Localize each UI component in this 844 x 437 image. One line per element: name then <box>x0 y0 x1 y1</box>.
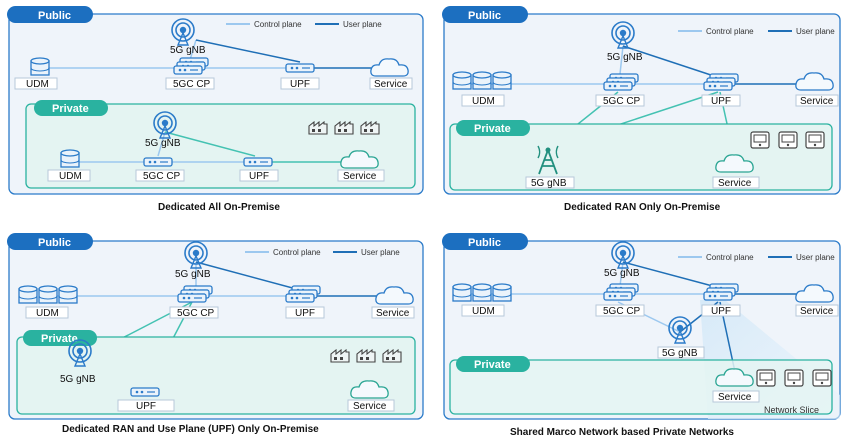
panel-shared-macro-network: Public Control plane User plane 5G gNB U… <box>442 233 841 437</box>
upf-label: UPF <box>290 79 310 90</box>
private-udm-label: UDM <box>59 171 82 182</box>
upf-label: UPF <box>295 308 315 319</box>
device-icon <box>750 131 770 149</box>
private-tab <box>23 330 97 346</box>
udm-database-icon <box>472 283 492 302</box>
udm-database-icon <box>452 283 472 302</box>
cp-label: 5GC CP <box>603 306 641 317</box>
private-gnb-label: 5G gNB <box>531 178 567 189</box>
public-tab-label: Public <box>38 10 71 22</box>
private-region <box>16 336 416 415</box>
cp-label: 5GC CP <box>173 79 211 90</box>
caption: Dedicated RAN Only On-Premise <box>564 202 721 213</box>
private-gnb-label: 5G gNB <box>145 138 181 149</box>
public-tab <box>7 6 93 23</box>
device-icon <box>778 131 798 149</box>
private-tab-label: Private <box>474 123 511 135</box>
legend-user: User plane <box>361 248 400 257</box>
caption: Shared Marco Network based Private Netwo… <box>510 427 734 437</box>
cp-label: 5GC CP <box>603 96 641 107</box>
private-tab <box>456 120 530 136</box>
udm-database-icon <box>18 285 38 304</box>
public-tab-label: Public <box>468 237 501 249</box>
private-service-label: Service <box>343 171 377 182</box>
public-tab <box>442 233 528 250</box>
udm-label: UDM <box>36 308 59 319</box>
service-label: Service <box>800 306 834 317</box>
device-icon <box>784 369 804 387</box>
network-slice-label: Network Slice <box>764 405 819 415</box>
service-label: Service <box>800 96 834 107</box>
legend-control: Control plane <box>706 253 754 262</box>
udm-database-icon <box>492 283 512 302</box>
private-region <box>449 123 833 191</box>
caption: Dedicated All On-Premise <box>158 202 280 213</box>
factory-icon <box>330 349 350 363</box>
legend: Control plane User plane <box>678 253 835 262</box>
caption: Dedicated RAN and Use Plane (UPF) Only O… <box>62 424 319 435</box>
private-tab-label: Private <box>41 333 78 345</box>
service-label: Service <box>374 79 408 90</box>
legend-control: Control plane <box>273 248 321 257</box>
private-udm-database-icon <box>60 149 80 168</box>
udm-database-icon <box>452 71 472 90</box>
service-label: Service <box>376 308 410 319</box>
private-service-label: Service <box>718 178 752 189</box>
upf-label: UPF <box>711 306 731 317</box>
public-tab <box>442 6 528 23</box>
legend-user: User plane <box>796 253 835 262</box>
device-icon <box>812 369 832 387</box>
private-upf-server-icon <box>130 387 160 397</box>
public-tab-label: Public <box>38 237 71 249</box>
private-tab-label: Private <box>474 359 511 371</box>
factory-icon <box>356 349 376 363</box>
udm-label: UDM <box>472 306 495 317</box>
private-cp-server-icon <box>143 157 173 167</box>
udm-database-icon <box>38 285 58 304</box>
udm-label: UDM <box>472 96 495 107</box>
private-cp-label: 5GC CP <box>143 171 181 182</box>
legend: Control plane User plane <box>226 20 382 29</box>
legend-user: User plane <box>343 20 382 29</box>
legend-control: Control plane <box>706 27 754 36</box>
gnb-label: 5G gNB <box>170 45 206 56</box>
private-service-label: Service <box>718 392 752 403</box>
shared-gnb-label: 5G gNB <box>662 348 698 359</box>
legend-user: User plane <box>796 27 835 36</box>
private-upf-label: UPF <box>249 171 269 182</box>
private-service-label: Service <box>353 401 387 412</box>
public-tab <box>7 233 93 250</box>
device-icon <box>756 369 776 387</box>
upf-server-icon <box>285 63 315 73</box>
factory-icon <box>360 121 380 135</box>
factory-icon <box>382 349 402 363</box>
gnb-label: 5G gNB <box>175 269 211 280</box>
public-tab-label: Public <box>468 10 501 22</box>
factory-icon <box>308 121 328 135</box>
private-tab <box>456 356 530 372</box>
legend: Control plane User plane <box>245 248 400 257</box>
device-icon <box>805 131 825 149</box>
udm-database-icon <box>58 285 78 304</box>
private-upf-label: UPF <box>136 401 156 412</box>
panel-dedicated-ran-upf: Public Control plane User plane 5G gNB U… <box>7 233 424 435</box>
upf-label: UPF <box>711 96 731 107</box>
udm-database-icon <box>492 71 512 90</box>
cp-label: 5GC CP <box>177 308 215 319</box>
factory-icon <box>334 121 354 135</box>
panel-dedicated-all-on-premise: Public Control plane User plane 5G gNB U… <box>7 6 424 213</box>
legend: Control plane User plane <box>678 27 835 36</box>
private-gnb-label: 5G gNB <box>60 374 96 385</box>
gnb-label: 5G gNB <box>607 52 643 63</box>
private-upf-server-icon <box>243 157 273 167</box>
udm-label: UDM <box>26 79 49 90</box>
private-tab <box>34 100 108 116</box>
gnb-label: 5G gNB <box>604 268 640 279</box>
udm-database-icon <box>30 57 50 76</box>
panel-dedicated-ran-only: Public Control plane User plane 5G gNB U… <box>442 6 841 213</box>
legend-control: Control plane <box>254 20 302 29</box>
private-tab-label: Private <box>52 103 89 115</box>
udm-database-icon <box>472 71 492 90</box>
